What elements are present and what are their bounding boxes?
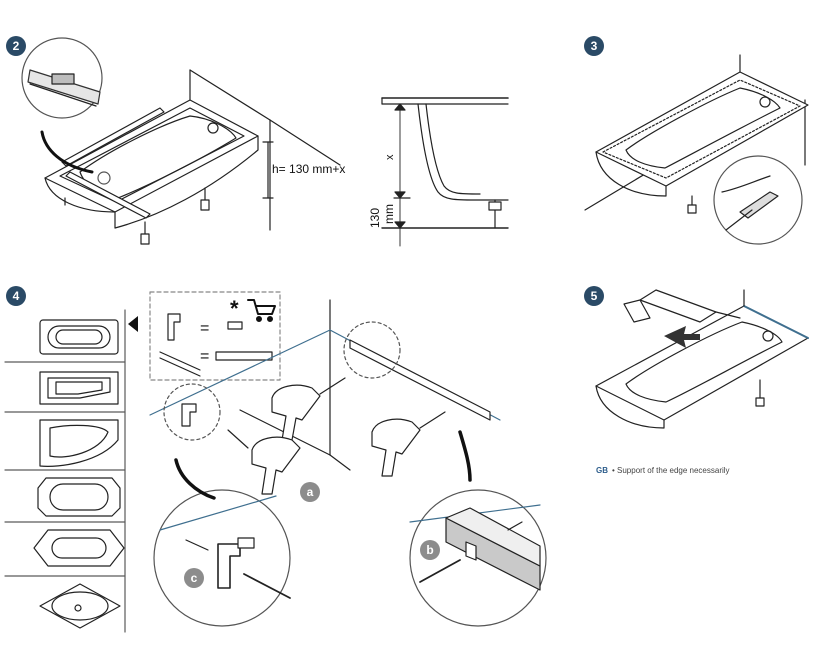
shopping-cart-icon — [247, 299, 276, 322]
legend-asterisk: * — [230, 296, 239, 321]
callout-c: c — [184, 568, 204, 588]
step5-bathtub-drawing — [595, 289, 809, 429]
step4-legend-box — [149, 291, 281, 381]
legend-equals-2: = — [200, 348, 210, 365]
step3-bathtub-drawing — [584, 54, 809, 245]
step-badge-2: 2 — [6, 36, 26, 56]
profile-dimension-unit: mm — [382, 204, 396, 224]
bracket-icon — [167, 313, 181, 341]
arrow-left-icon — [128, 316, 138, 332]
step4-detail-c — [153, 458, 291, 627]
screw-icon — [185, 539, 209, 551]
callout-a: a — [300, 482, 320, 502]
profile-x-label: x — [384, 154, 396, 161]
step-badge-4: 4 — [6, 286, 26, 306]
step-badge-5: 5 — [584, 286, 604, 306]
note-text: • Support of the edge necessarily — [612, 466, 730, 475]
support-note: GB • Support of the edge necessarily — [596, 466, 730, 475]
step-badge-3: 3 — [584, 36, 604, 56]
step4-room-drawing — [149, 299, 501, 471]
note-lang-code: GB — [596, 466, 608, 475]
height-formula-label: h= 130 mm+x — [272, 162, 346, 176]
step2-bathtub-drawing — [21, 37, 341, 245]
profile-dimension-value: 130 — [368, 207, 382, 228]
drill-icon — [227, 377, 446, 495]
step4-detail-b — [409, 430, 547, 627]
caulking-gun-icon — [623, 289, 741, 323]
profile-section-drawing — [381, 97, 509, 247]
legend-equals-1: = — [200, 320, 210, 337]
callout-b: b — [420, 540, 440, 560]
step4-bathtub-shapes — [4, 309, 138, 633]
